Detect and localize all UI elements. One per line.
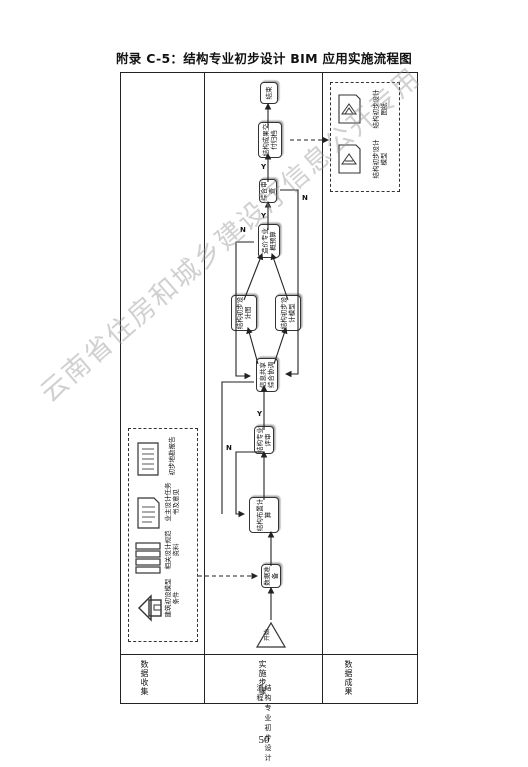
drawing-sheet-icon: [338, 94, 361, 124]
review-yes-label: Y: [257, 410, 263, 418]
lane-divider: [204, 72, 205, 704]
start-triangle-shape: [255, 621, 287, 648]
model-sheet-icon: [338, 144, 361, 174]
report-icon: [137, 442, 159, 476]
review-no-label: N: [226, 444, 232, 452]
page-title: 附录 C-5：结构专业初步设计 BIM 应用实施流程图: [115, 51, 413, 66]
lane-label-data-collection: 数据收集: [140, 660, 149, 696]
lane-label-data-results: 数据成果: [344, 660, 353, 696]
page-number: 50: [258, 734, 270, 746]
process-name-label: 结构专业初步设计流程: [256, 684, 272, 764]
lane-label-implementation: 实施步骤: [258, 660, 267, 696]
audit-no-label: N: [302, 194, 308, 202]
header-divider: [120, 654, 418, 655]
audit-yes-label: Y: [261, 163, 267, 171]
books-icon: [135, 542, 161, 574]
cost-no-label: N: [240, 226, 246, 234]
flowchart-frame: [120, 72, 418, 704]
lane-divider: [322, 72, 323, 704]
output-results-group: [330, 82, 400, 192]
house-icon: [138, 594, 162, 622]
input-data-group: [128, 428, 198, 642]
cost-yes-label: Y: [261, 212, 267, 220]
document-icon: [137, 497, 160, 529]
